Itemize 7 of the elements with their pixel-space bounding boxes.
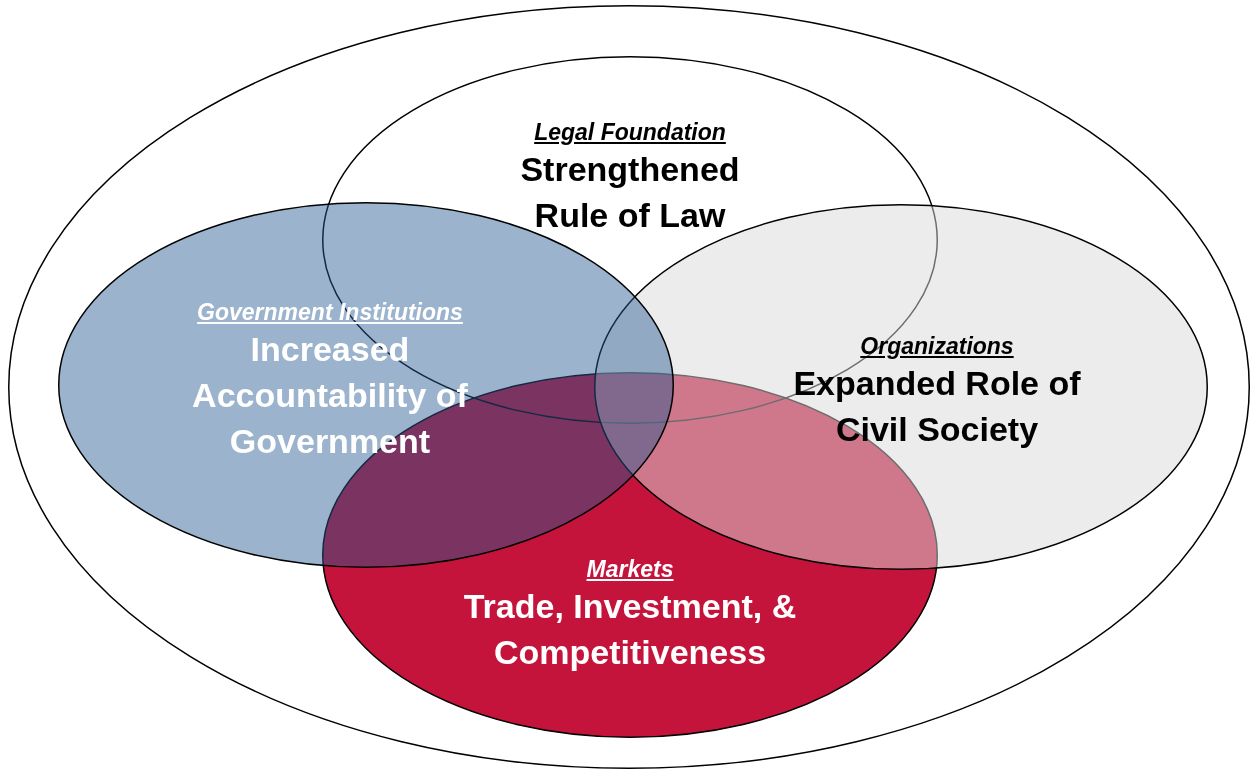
- category-heading: Legal Foundation: [534, 118, 726, 146]
- outer-ellipse: [8, 5, 1250, 769]
- category-heading: Markets: [586, 555, 674, 583]
- outcome-text: Trade, Investment, & Competitiveness: [462, 586, 798, 673]
- outcome-text: Expanded Role of Civil Society: [792, 363, 1082, 450]
- category-heading: Organizations: [860, 332, 1014, 360]
- outcome-text: Strengthened Rule of Law: [519, 149, 741, 236]
